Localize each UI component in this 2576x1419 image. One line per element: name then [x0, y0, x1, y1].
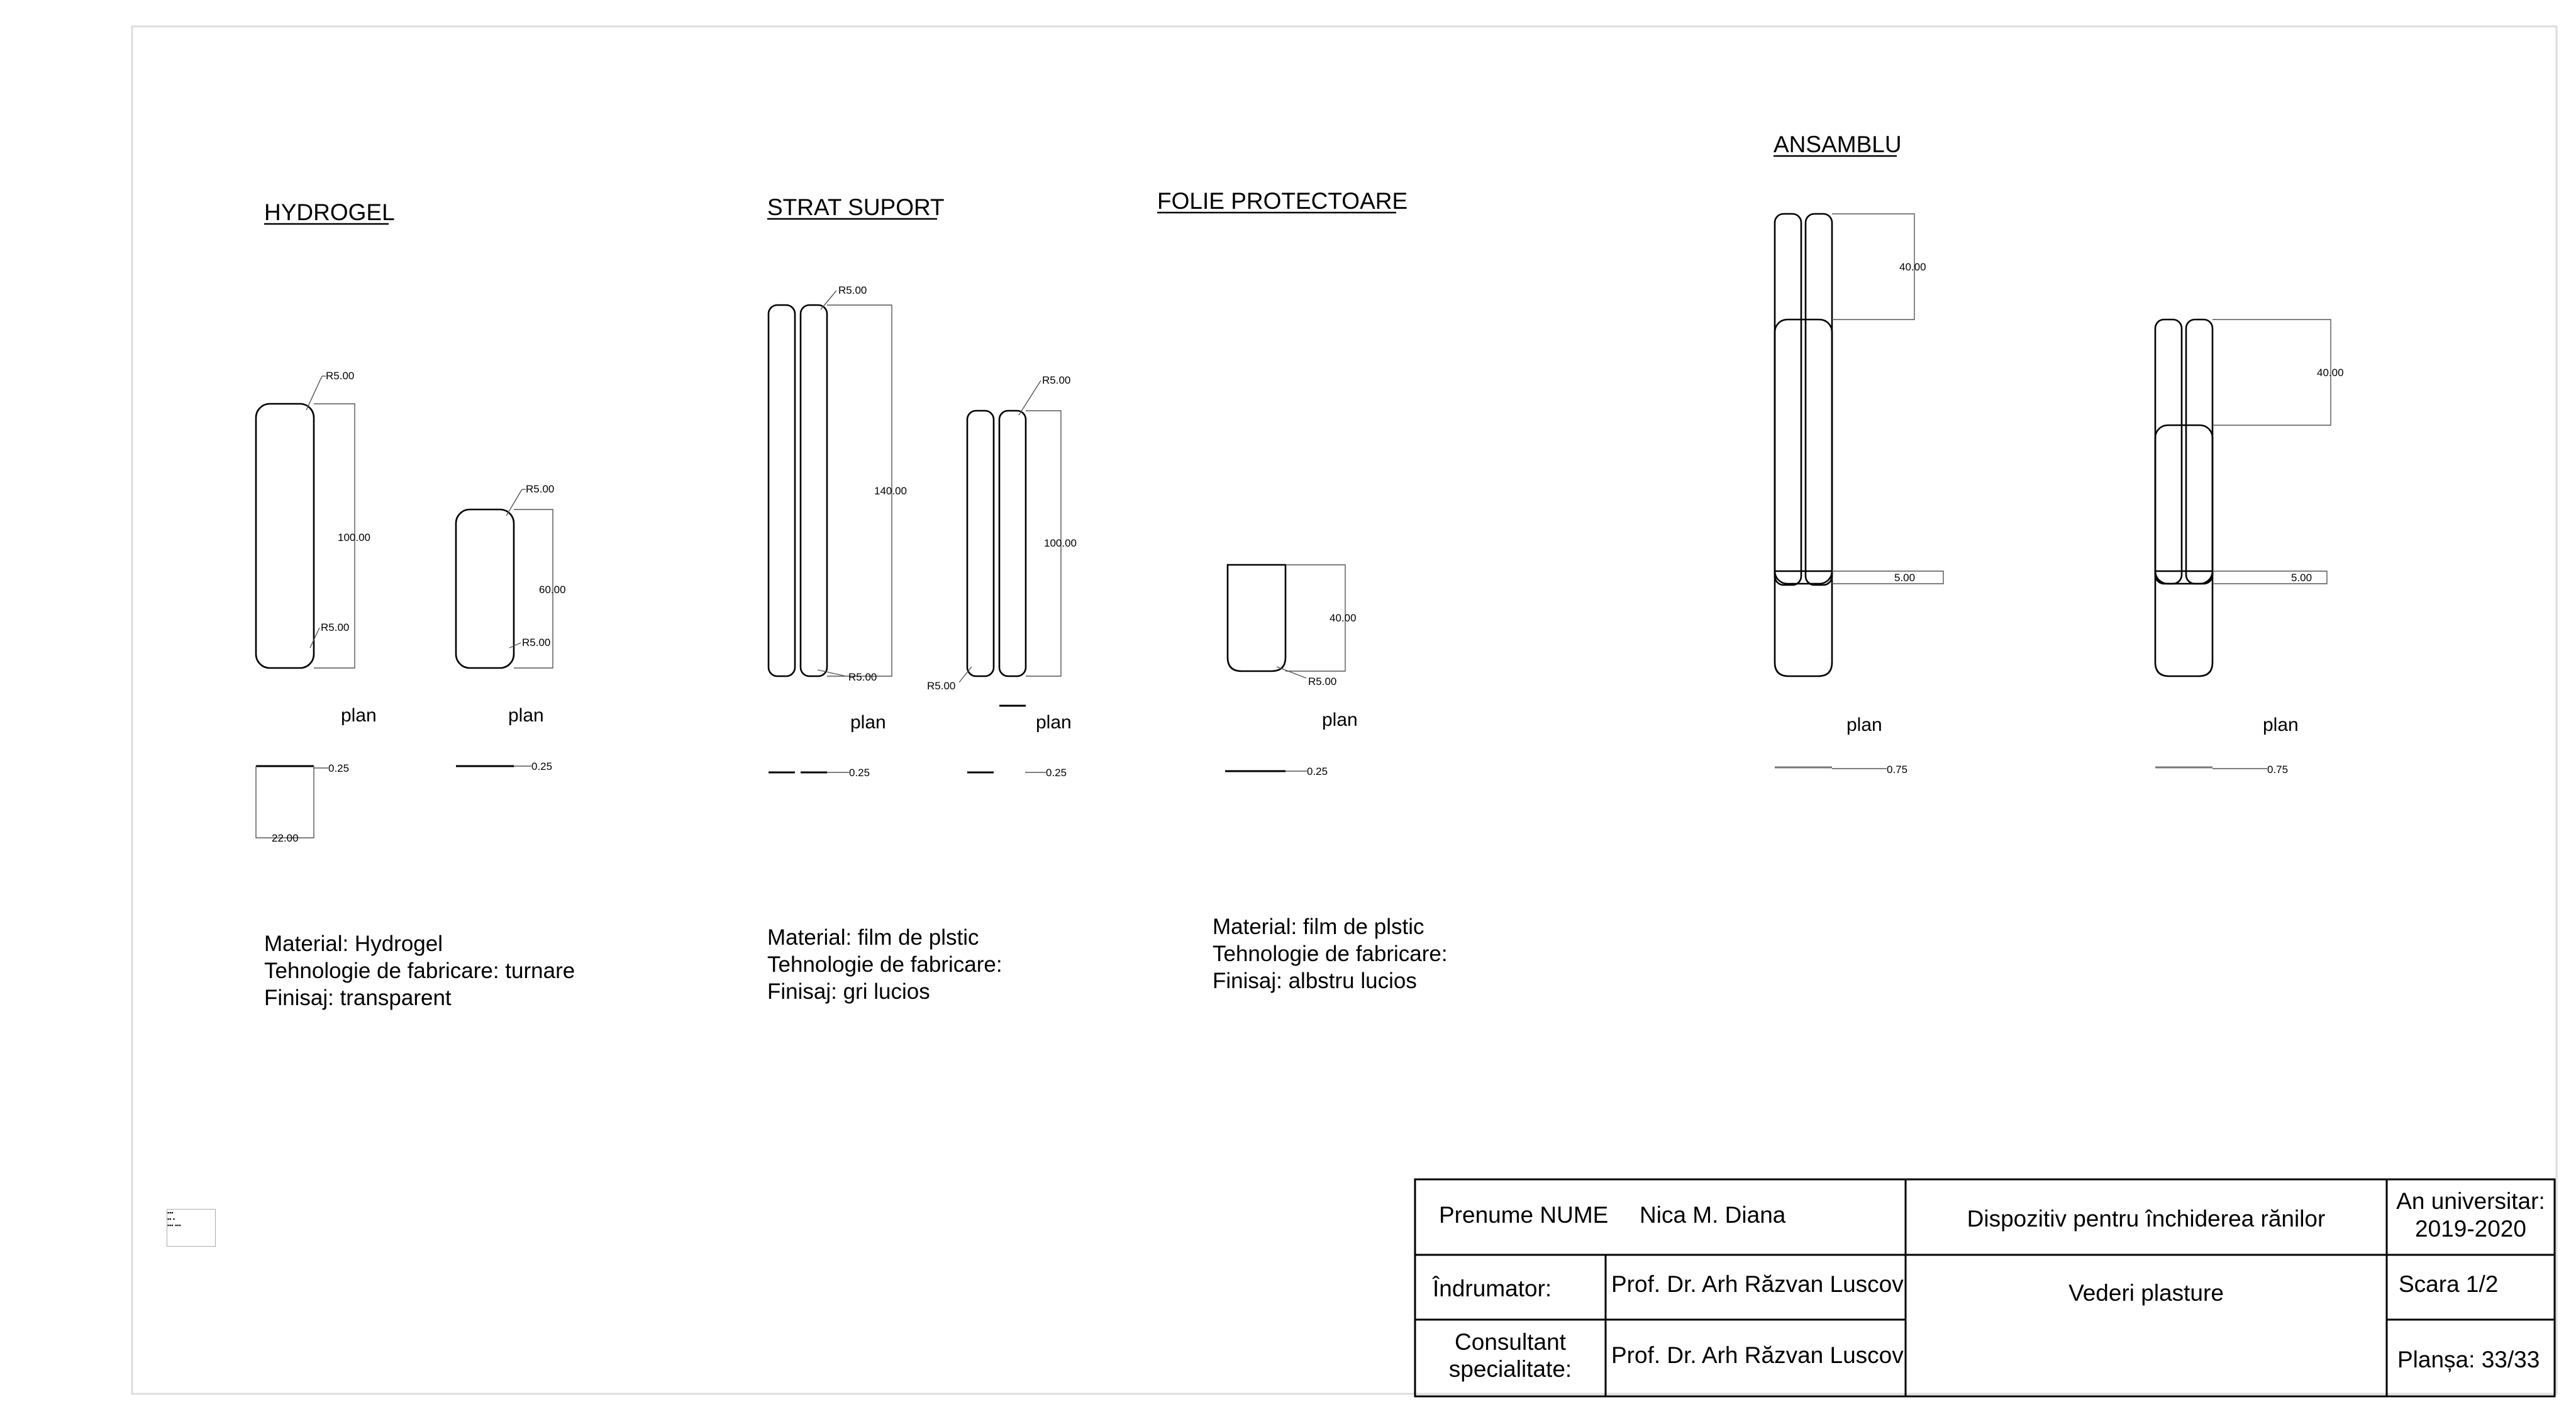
- strat-suport-spec-finish: Finisaj: gri lucios: [767, 979, 930, 1004]
- strat-suport-title: STRAT SUPORT: [767, 194, 945, 220]
- hydrogel-thickness-1: 0.25: [328, 762, 349, 774]
- ansamblu-plan-label-2: plan: [2263, 715, 2299, 735]
- project-title: Dispozitiv pentru închiderea rănilor: [1967, 1206, 2326, 1232]
- strat-suport-long-left-strip: [767, 304, 796, 677]
- folie-protectoare-outline: [1226, 564, 1287, 672]
- scale: Scara 1/2: [2399, 1271, 2499, 1297]
- folie-protectoare-specs: Material: film de plstic Tehnologie de f…: [1213, 913, 1448, 994]
- strat-suport-short-left-strip: [966, 409, 995, 677]
- consultant-label-2: specialitate:: [1448, 1356, 1572, 1382]
- hydrogel-long-outline: [255, 403, 315, 669]
- strat-suport-length-2: 100.00: [1044, 537, 1077, 549]
- ansamblu-1-hydrogel: [1774, 318, 1833, 585]
- ansamblu-thickness-1: 0.75: [1887, 764, 1907, 776]
- ansamblu-2-hydrogel: [2154, 424, 2214, 585]
- hydrogel-plan-label-1: plan: [341, 705, 377, 726]
- folie-protectoare-section: FOLIE PROTECTOARE 40.00 R5.00 plan 0.25: [1157, 188, 1407, 777]
- ansamblu-plan-label-1: plan: [1846, 715, 1882, 735]
- sheet-title: Vederi plasture: [2068, 1280, 2224, 1306]
- hydrogel-short-outline: [455, 508, 515, 669]
- strat-suport-section: STRAT SUPORT R5.00 R5.00 140.00 R5.00 R5…: [767, 194, 1077, 779]
- hydrogel-spec-technology: Tehnologie de fabricare: turnare: [264, 959, 575, 983]
- advisor-value: Prof. Dr. Arh Răzvan Luscov: [1611, 1271, 1904, 1297]
- hydrogel-spec-finish: Finisaj: transparent: [264, 986, 452, 1010]
- logo-stamp: ▪▪▪▪▪ ▪▪▪▪ ▪▪▪: [167, 1209, 216, 1247]
- title-block-grid: [1414, 1178, 2556, 1398]
- strat-suport-short-right-strip: [998, 409, 1027, 677]
- advisor-label: Îndrumator:: [1433, 1276, 1552, 1301]
- ansamblu-thickness-2: 0.75: [2267, 764, 2288, 776]
- ansamblu-1-right-strip: [1804, 213, 1833, 586]
- folie-protectoare-spec-finish: Finisaj: albstru lucios: [1213, 969, 1417, 993]
- ansamblu-gap-1: 5.00: [1894, 572, 1915, 584]
- year-label: An universitar:: [2396, 1188, 2545, 1214]
- ansamblu-1-left-strip: [1774, 213, 1802, 586]
- ansamblu-gap-2: 5.00: [2291, 572, 2312, 584]
- strat-suport-radius-4: R5.00: [927, 680, 955, 692]
- ansamblu-length-2: 40.00: [2317, 367, 2344, 379]
- year-value: 2019-2020: [2415, 1216, 2526, 1242]
- strat-suport-plan-label-2: plan: [1036, 712, 1072, 733]
- hydrogel-plan-label-2: plan: [508, 705, 544, 726]
- sheet-border: [131, 25, 2558, 1395]
- hydrogel-section: HYDROGEL R5.00 R5.00 100.00 R5.00 R5.00 …: [255, 199, 566, 844]
- folie-protectoare-thickness: 0.25: [1307, 765, 1328, 777]
- folie-protectoare-spec-technology: Tehnologie de fabricare:: [1213, 942, 1448, 966]
- strat-suport-spec-technology: Tehnologie de fabricare:: [767, 952, 1002, 977]
- strat-suport-plan-label-1: plan: [850, 712, 886, 733]
- ansamblu-2-left-strip: [2154, 318, 2183, 585]
- ansamblu-length-1: 40.00: [1899, 261, 1926, 273]
- ansamblu-section: ANSAMBLU 40.00 5.00 plan 0.75 40.00 5.00…: [1774, 131, 2344, 776]
- consultant-label-1: Consultant: [1455, 1329, 1566, 1355]
- ansamblu-2-folie: [2154, 570, 2214, 677]
- folie-protectoare-spec-material: Material: film de plstic: [1213, 915, 1424, 939]
- strat-suport-length-1: 140.00: [874, 485, 907, 497]
- hydrogel-specs: Material: Hydrogel Tehnologie de fabrica…: [264, 930, 575, 1011]
- ansamblu-2-right-strip: [2185, 318, 2214, 585]
- hydrogel-length-1: 100.00: [338, 531, 370, 543]
- sheet-number: Planșa: 33/33: [2397, 1347, 2540, 1372]
- strat-suport-long-right-strip: [799, 304, 828, 677]
- consultant-value: Prof. Dr. Arh Răzvan Luscov: [1611, 1342, 1904, 1368]
- strat-suport-radius-2: R5.00: [848, 671, 877, 683]
- hydrogel-radius-1: R5.00: [326, 370, 354, 382]
- strat-suport-specs: Material: film de plstic Tehnologie de f…: [767, 924, 1002, 1005]
- hydrogel-radius-3: R5.00: [526, 483, 554, 495]
- strat-suport-radius-1: R5.00: [838, 284, 867, 296]
- hydrogel-width: 22.00: [272, 832, 299, 844]
- folie-protectoare-title: FOLIE PROTECTOARE: [1157, 188, 1407, 214]
- hydrogel-radius-2: R5.00: [321, 621, 349, 633]
- hydrogel-spec-material: Material: Hydrogel: [264, 932, 443, 956]
- hydrogel-title: HYDROGEL: [264, 199, 395, 225]
- ansamblu-title: ANSAMBLU: [1774, 131, 1902, 157]
- folie-protectoare-radius: R5.00: [1308, 676, 1336, 687]
- ansamblu-1-folie: [1774, 570, 1833, 677]
- hydrogel-radius-4: R5.00: [522, 637, 550, 648]
- name-label: Prenume NUME: [1439, 1202, 1609, 1228]
- strat-suport-thickness-2: 0.25: [1046, 767, 1067, 779]
- folie-protectoare-length: 40.00: [1330, 612, 1357, 624]
- strat-suport-spec-material: Material: film de plstic: [767, 925, 979, 950]
- hydrogel-thickness-2: 0.25: [531, 760, 552, 772]
- strat-suport-thickness-1: 0.25: [849, 767, 870, 779]
- hydrogel-length-2: 60.00: [539, 584, 566, 596]
- strat-suport-radius-3: R5.00: [1042, 374, 1070, 386]
- folie-protectoare-plan-label: plan: [1322, 710, 1358, 730]
- name-value: Nica M. Diana: [1640, 1202, 1786, 1228]
